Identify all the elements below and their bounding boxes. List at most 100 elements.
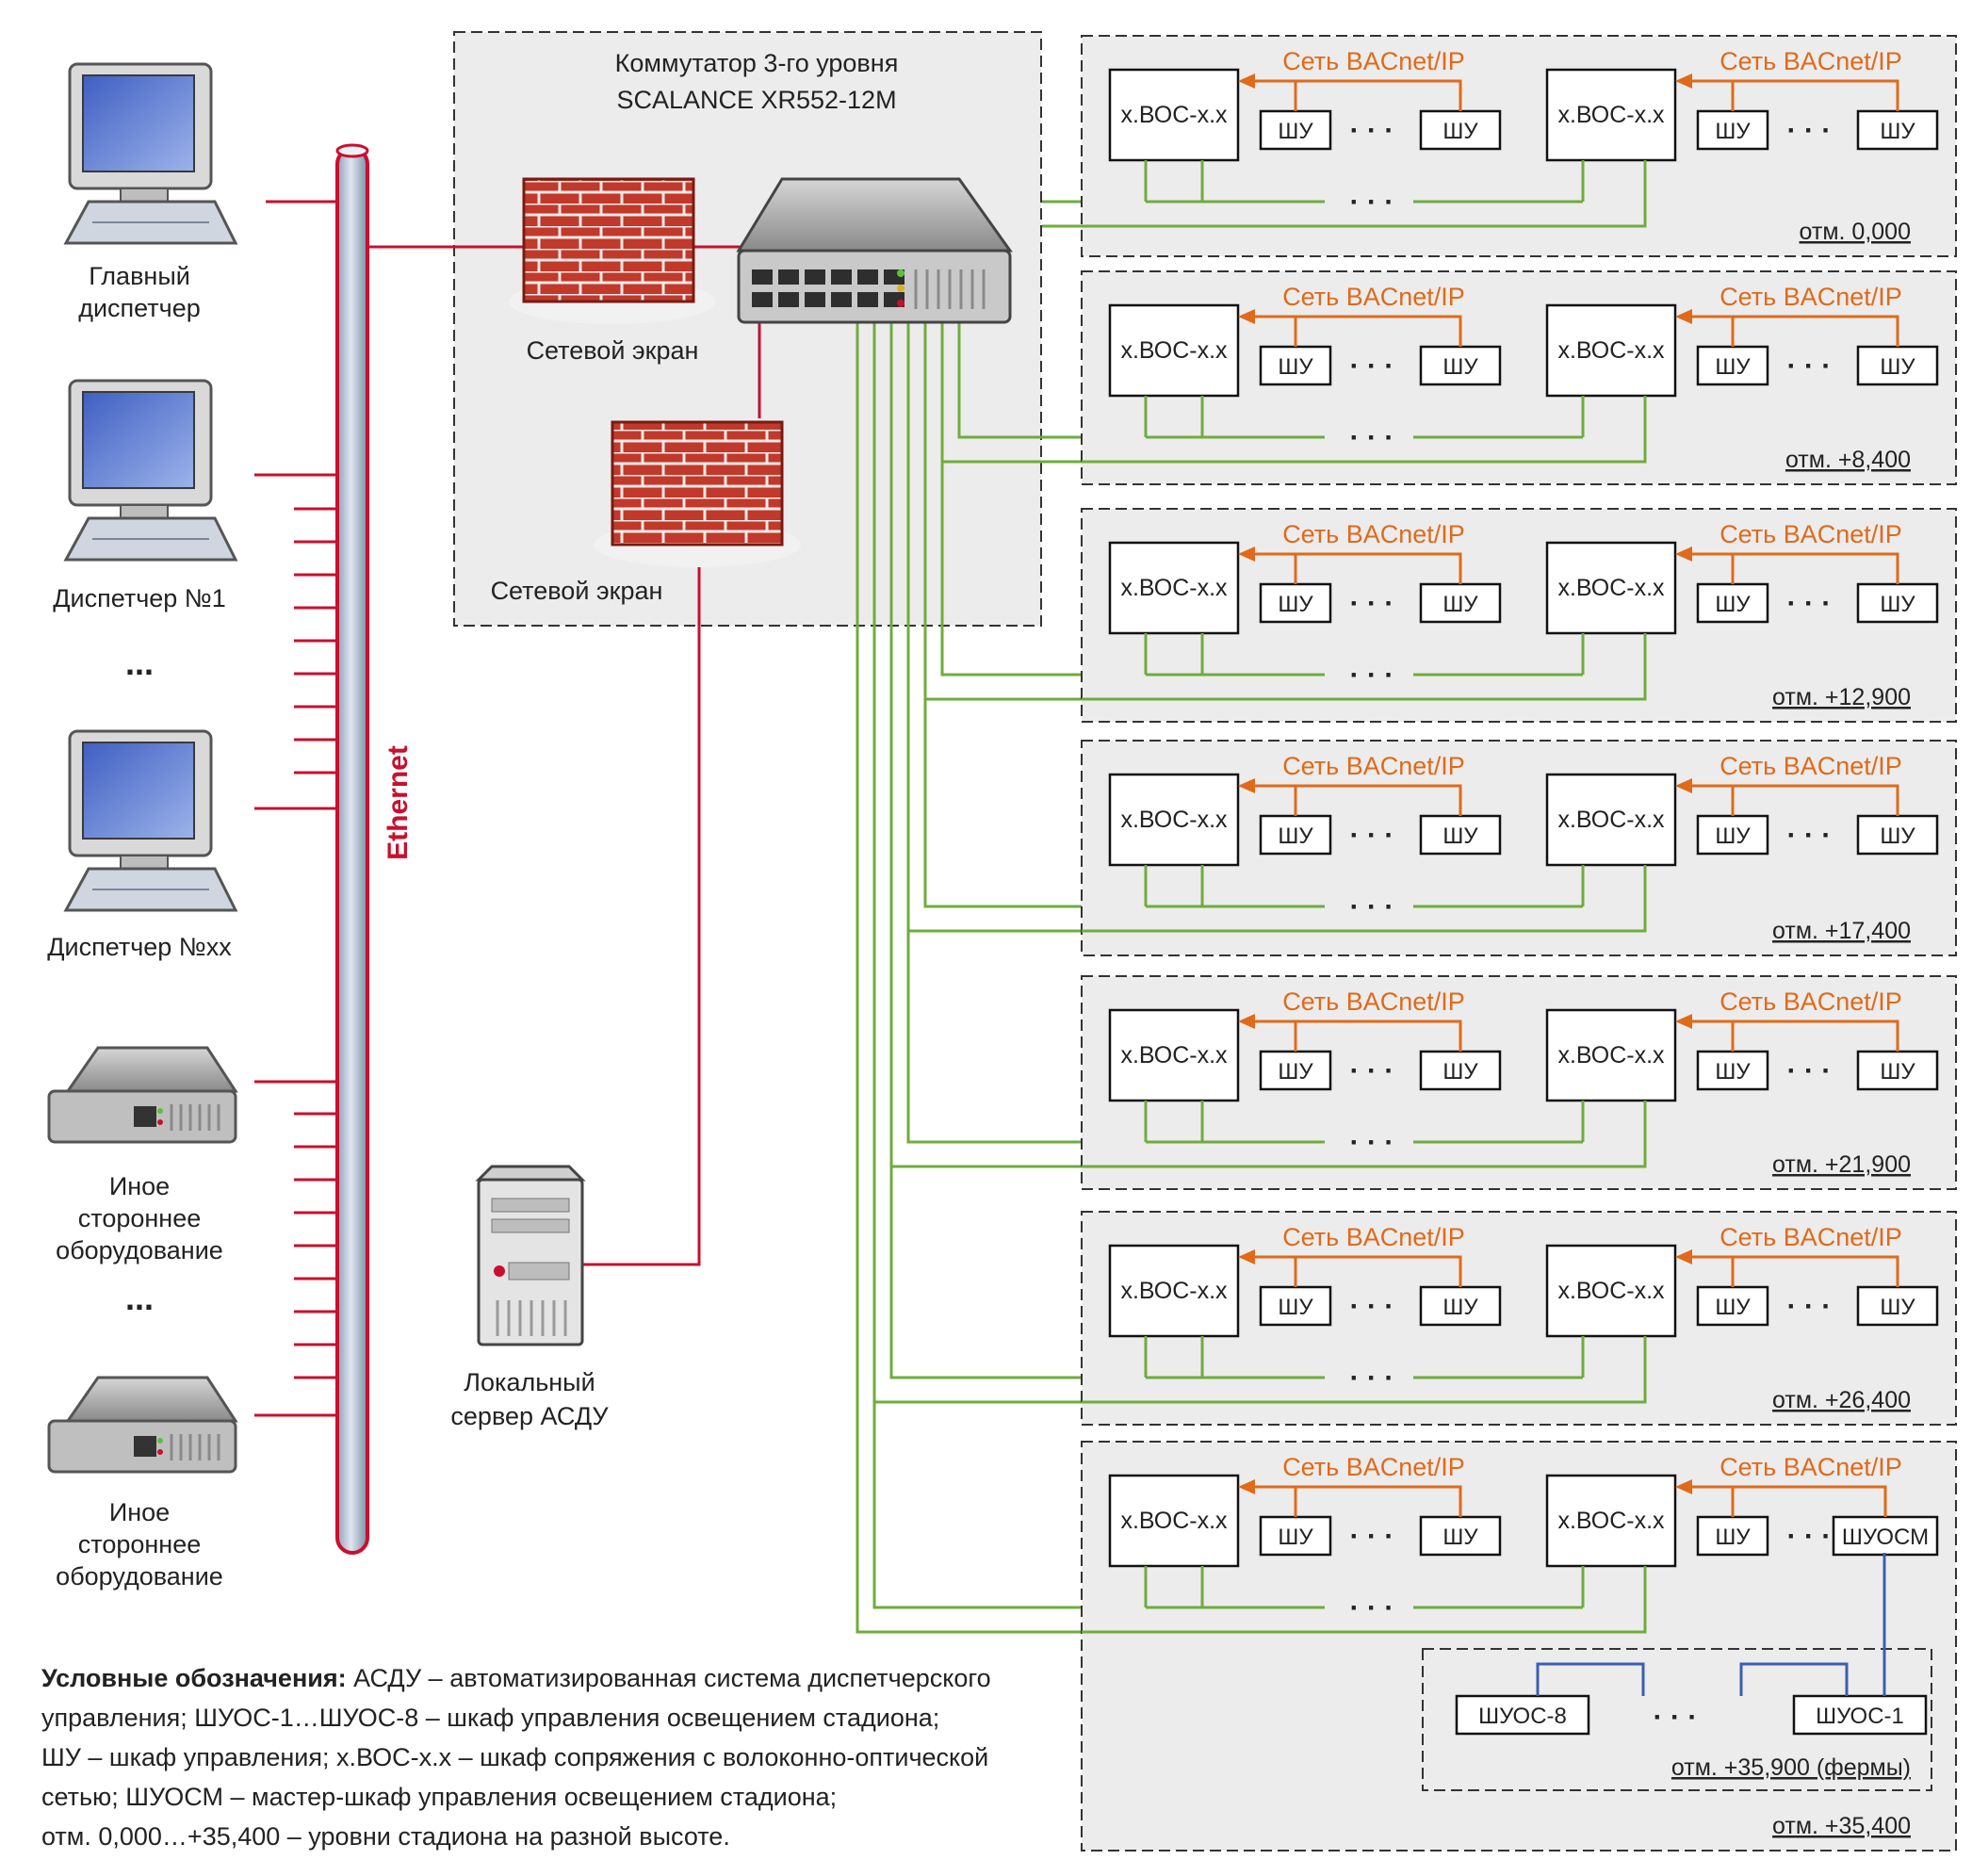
bacnet-label: Сеть BACnet/IP (1719, 283, 1902, 311)
server-label-line1: Локальный (464, 1368, 595, 1396)
cabinet-label: ШУ (1278, 1059, 1313, 1085)
cabinet-box (1419, 582, 1502, 624)
truss-cabinet-last: ШУОС-1 (1816, 1704, 1904, 1729)
firewall-icon (594, 420, 801, 567)
bacnet-label: Сеть BACnet/IP (1719, 1223, 1902, 1251)
device-label: Диспетчер №1 (53, 584, 226, 612)
converter-label: x.ВОС-x.x (1120, 1508, 1228, 1534)
fiber-segment (1082, 1566, 1647, 1634)
cabinet-box (1259, 345, 1332, 386)
elevation-label: отм. +17,400 (1772, 918, 1911, 944)
cabinet-box (1419, 1050, 1502, 1091)
svg-text:Условные обозначения: АСДУ – а: Условные обозначения: АСДУ – автоматизир… (41, 1664, 991, 1692)
bacnet-bus (1731, 315, 1899, 347)
converter-box (1108, 68, 1240, 162)
ring-ellipsis: · · · (1350, 1592, 1394, 1623)
ring-ellipsis: · · · (1350, 891, 1394, 922)
converter-label: x.ВОС-x.x (1557, 1508, 1665, 1534)
converter-label: x.ВОС-x.x (1120, 807, 1228, 833)
bacnet-arrow (1238, 309, 1255, 324)
cabinet-label: ШУ (1278, 354, 1313, 380)
legend-heading: Условные обозначения: (41, 1664, 347, 1692)
converter-label: x.ВОС-x.x (1120, 575, 1228, 601)
bacnet-label: Сеть BACnet/IP (1282, 1223, 1465, 1251)
equipment-box-icon (47, 1376, 238, 1474)
cabinet-ellipsis: · · · (1350, 1291, 1394, 1322)
converter-label: x.ВОС-x.x (1557, 575, 1665, 601)
truss-frame (1422, 1648, 1932, 1791)
cabinet-label: ШУ (1715, 119, 1751, 144)
cabinet-label: ШУ (1880, 1059, 1915, 1085)
cabinet-label: ШУ (1880, 824, 1915, 849)
bacnet-bus (1294, 784, 1462, 816)
bacnet-label: Сеть BACnet/IP (1282, 987, 1465, 1016)
bacnet-bus (1294, 79, 1462, 111)
bacnet-label: Сеть BACnet/IP (1282, 47, 1465, 75)
converter-box (1545, 1474, 1677, 1568)
lighting-link (1739, 1662, 1849, 1696)
device-label: Иное (109, 1172, 170, 1200)
cabinet-label: ШУ (1442, 592, 1478, 617)
cabinet-ellipsis: · · · (1350, 1521, 1394, 1552)
fiber-ring: · · · (1082, 396, 1647, 464)
converter-label: x.ВОС-x.x (1557, 337, 1665, 364)
fiber-segment (1082, 865, 1647, 933)
bacnet-label: Сеть BACnet/IP (1282, 1453, 1465, 1481)
elevation-label: отм. +35,400 (1772, 1813, 1911, 1839)
bacnet-bus (1731, 1020, 1899, 1052)
converter-label: x.ВОС-x.x (1557, 807, 1665, 833)
bacnet-arrow (1238, 1479, 1255, 1494)
bacnet-arrow (1675, 73, 1692, 89)
cabinet-label: ШУ (1880, 1295, 1915, 1320)
fiber-ring: · · · (1082, 1336, 1647, 1404)
converter-label: x.ВОС-x.x (1120, 337, 1228, 364)
firewall1-label: Сетевой экран (527, 336, 699, 365)
cabinet-label: ШУ (1880, 592, 1915, 617)
bacnet-arrow (1675, 1479, 1692, 1494)
bacnet-label: Сеть BACnet/IP (1282, 520, 1465, 548)
converter-label: x.ВОС-x.x (1557, 1042, 1665, 1069)
cabinet-ellipsis: · · · (1787, 1291, 1832, 1322)
converter-label: x.ВОС-x.x (1557, 102, 1665, 128)
fiber-uplink (923, 322, 1146, 908)
fiber-segment (1082, 1101, 1647, 1168)
legend-line1: АСДУ – автоматизированная система диспет… (347, 1664, 991, 1692)
cabinet-ellipsis: · · · (1350, 820, 1394, 851)
truss-elevation: отм. +35,900 (фермы) (1671, 1754, 1911, 1781)
cabinet-label: ШУ (1442, 1525, 1478, 1550)
elevation-label: отм. +8,400 (1785, 447, 1911, 473)
bacnet-label: Сеть BACnet/IP (1282, 283, 1465, 311)
cabinet-label: ШУ (1278, 824, 1313, 849)
bacnet-bus (1294, 1255, 1462, 1287)
cabinet-label: ШУ (1715, 1059, 1751, 1085)
elevation-label: отм. 0,000 (1800, 219, 1911, 245)
cabinet-box (1419, 345, 1502, 386)
ethernet-label: Ethernet (383, 745, 414, 860)
cabinet-box (1856, 1285, 1939, 1327)
desktop-computer-icon (63, 379, 238, 562)
legend-line4: сетью; ШУОСМ – мастер-шкаф управления ос… (41, 1783, 837, 1811)
converter-box (1545, 68, 1677, 162)
fiber-segment (1082, 396, 1647, 464)
legend-line5: отм. 0,000…+35,400 – уровни стадиона на … (41, 1822, 730, 1851)
cabinet-box (1419, 1285, 1502, 1327)
converter-label: x.ВОС-x.x (1557, 1278, 1665, 1304)
legend-line2: управления; ШУОС-1…ШУОС-8 – шкаф управле… (41, 1704, 939, 1732)
legend-line3: ШУ – шкаф управления; x.ВОС-x.x – шкаф с… (41, 1743, 988, 1771)
fiber-ring: · · · (1082, 160, 1647, 228)
cabinet-box (1259, 1050, 1332, 1091)
converter-label: x.ВОС-x.x (1120, 1278, 1228, 1304)
cabinet-label: ШУ (1442, 119, 1478, 144)
cabinet-box (1696, 109, 1769, 151)
cabinet-label: ШУ (1442, 1295, 1478, 1320)
fiber-segment (1082, 160, 1647, 228)
